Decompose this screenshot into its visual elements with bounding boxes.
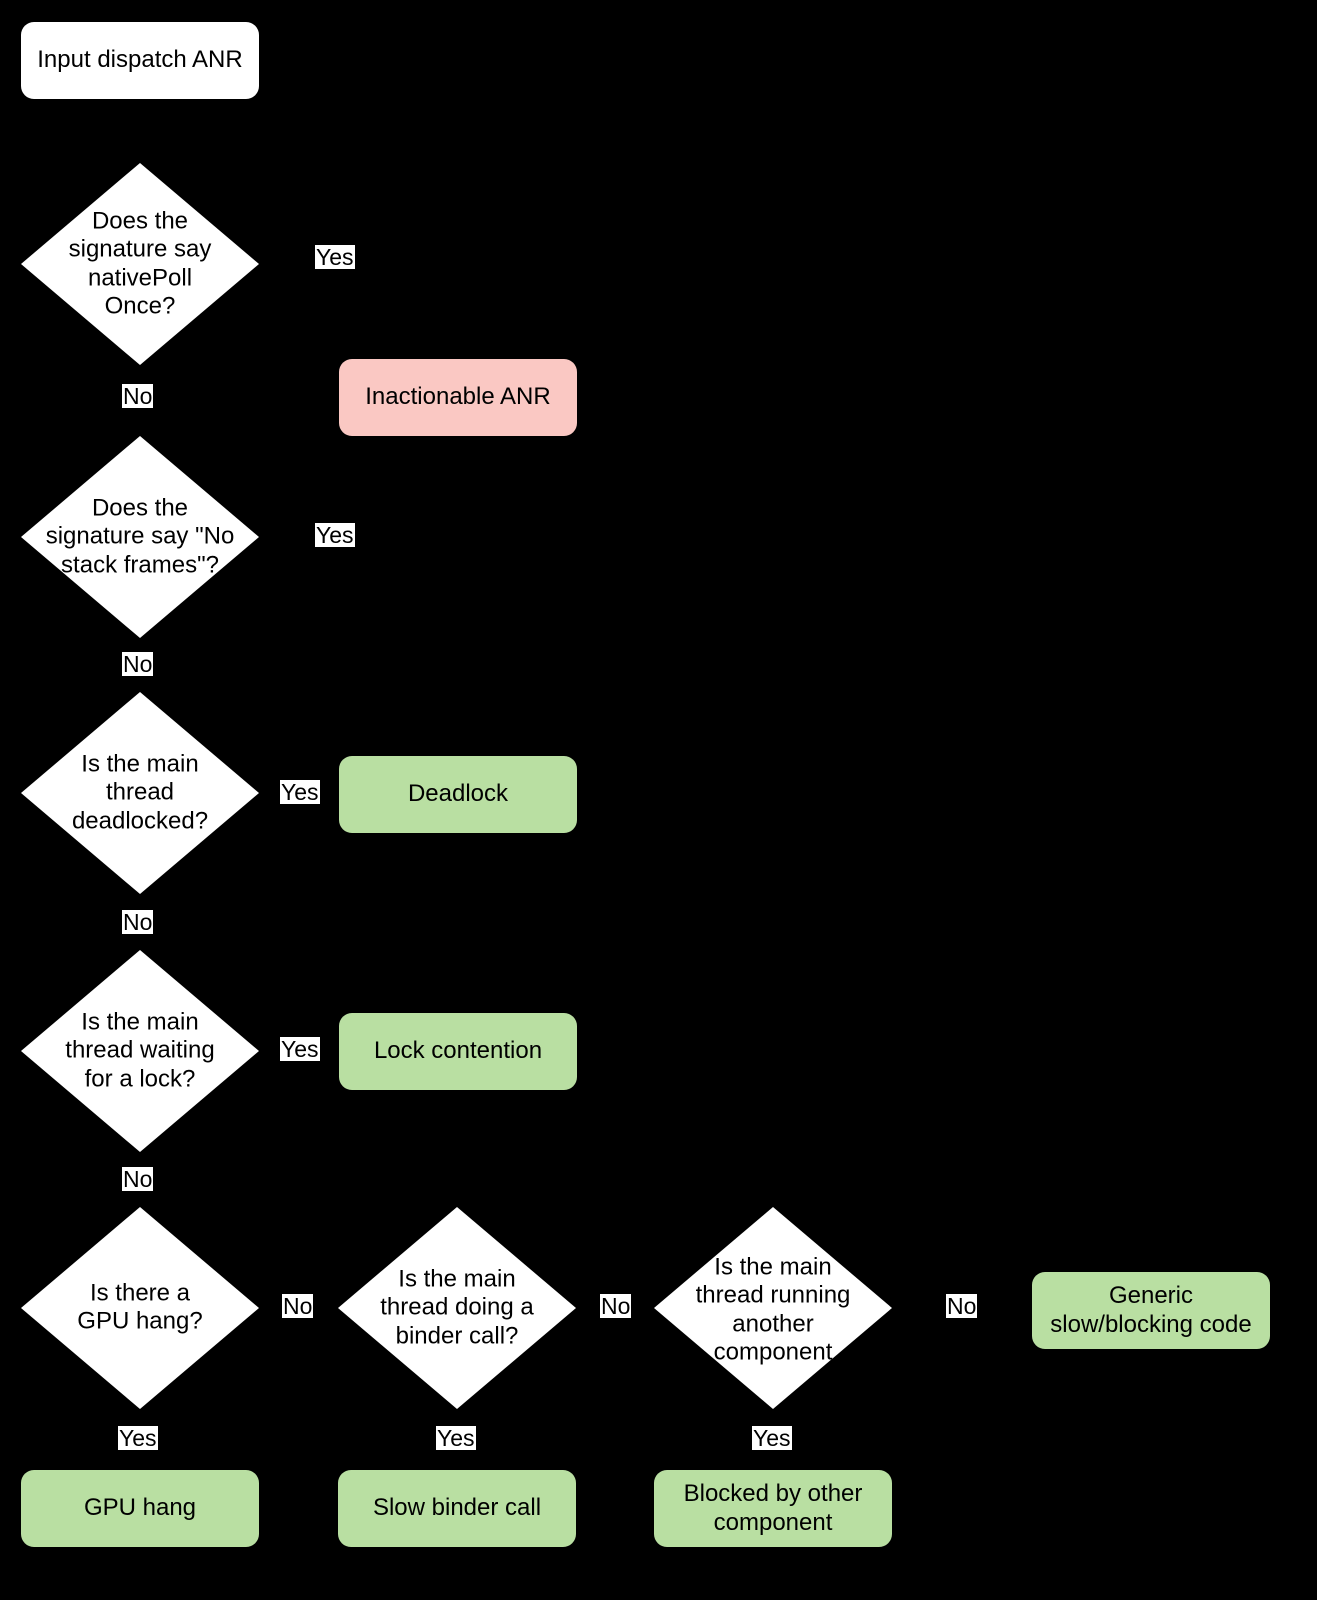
edge-label-d2-yes: Yes — [315, 522, 355, 548]
diamond-shape — [21, 692, 259, 894]
connector-d6-yes — [456, 1410, 458, 1497]
connector-d7-no — [908, 1308, 1054, 1310]
edge-label-d3-yes: Yes — [280, 779, 320, 805]
decision-no-stack-frames[interactable]: Does the signature say "No stack frames"… — [21, 436, 259, 638]
edge-label-d7-no: No — [946, 1293, 978, 1319]
node-lock-contention[interactable]: Lock contention — [339, 1013, 577, 1090]
node-slow-binder-call[interactable]: Slow binder call — [338, 1470, 576, 1547]
node-generic-slow-blocking-code[interactable]: Generic slow/blocking code — [1032, 1272, 1270, 1349]
edge-label-d3-no: No — [122, 909, 154, 935]
decision-running-another-component[interactable]: Is the main thread running another compo… — [654, 1207, 892, 1409]
edge-label-d1-yes: Yes — [315, 244, 355, 270]
edge-label-d6-yes: Yes — [436, 1425, 476, 1451]
connector-d2-yes — [259, 537, 459, 539]
connector-d1-yes — [259, 263, 459, 265]
edge-label-d5-no: No — [282, 1293, 314, 1319]
diamond-shape — [21, 950, 259, 1152]
diamond-shape — [654, 1207, 892, 1409]
node-deadlock[interactable]: Deadlock — [339, 756, 577, 833]
connector-d7-yes — [772, 1410, 774, 1497]
connector-start-to-d1 — [139, 98, 141, 163]
diamond-shape — [21, 1207, 259, 1409]
edge-label-d4-no: No — [122, 1166, 154, 1192]
connector-d1-yes-down — [457, 263, 459, 357]
decision-gpu-hang[interactable]: Is there a GPU hang? — [21, 1207, 259, 1409]
diamond-shape — [21, 163, 259, 365]
edge-label-d7-yes: Yes — [752, 1425, 792, 1451]
node-blocked-by-other-component[interactable]: Blocked by other component — [654, 1470, 892, 1547]
edge-label-d5-yes: Yes — [118, 1425, 158, 1451]
decision-native-poll-once[interactable]: Does the signature say nativePoll Once? — [21, 163, 259, 365]
decision-main-thread-waiting-lock[interactable]: Is the main thread waiting for a lock? — [21, 950, 259, 1152]
edge-label-d4-yes: Yes — [280, 1036, 320, 1062]
edge-label-d2-no: No — [122, 651, 154, 677]
diamond-shape — [338, 1207, 576, 1409]
node-gpu-hang[interactable]: GPU hang — [21, 1470, 259, 1547]
connector-d5-yes — [139, 1410, 141, 1497]
node-inactionable-anr[interactable]: Inactionable ANR — [339, 359, 577, 436]
edge-label-d1-no: No — [122, 383, 154, 409]
decision-binder-call[interactable]: Is the main thread doing a binder call? — [338, 1207, 576, 1409]
node-start-input-dispatch-anr[interactable]: Input dispatch ANR — [21, 22, 259, 99]
diamond-shape — [21, 436, 259, 638]
decision-main-thread-deadlocked[interactable]: Is the main thread deadlocked? — [21, 692, 259, 894]
edge-label-d6-no: No — [600, 1293, 632, 1319]
